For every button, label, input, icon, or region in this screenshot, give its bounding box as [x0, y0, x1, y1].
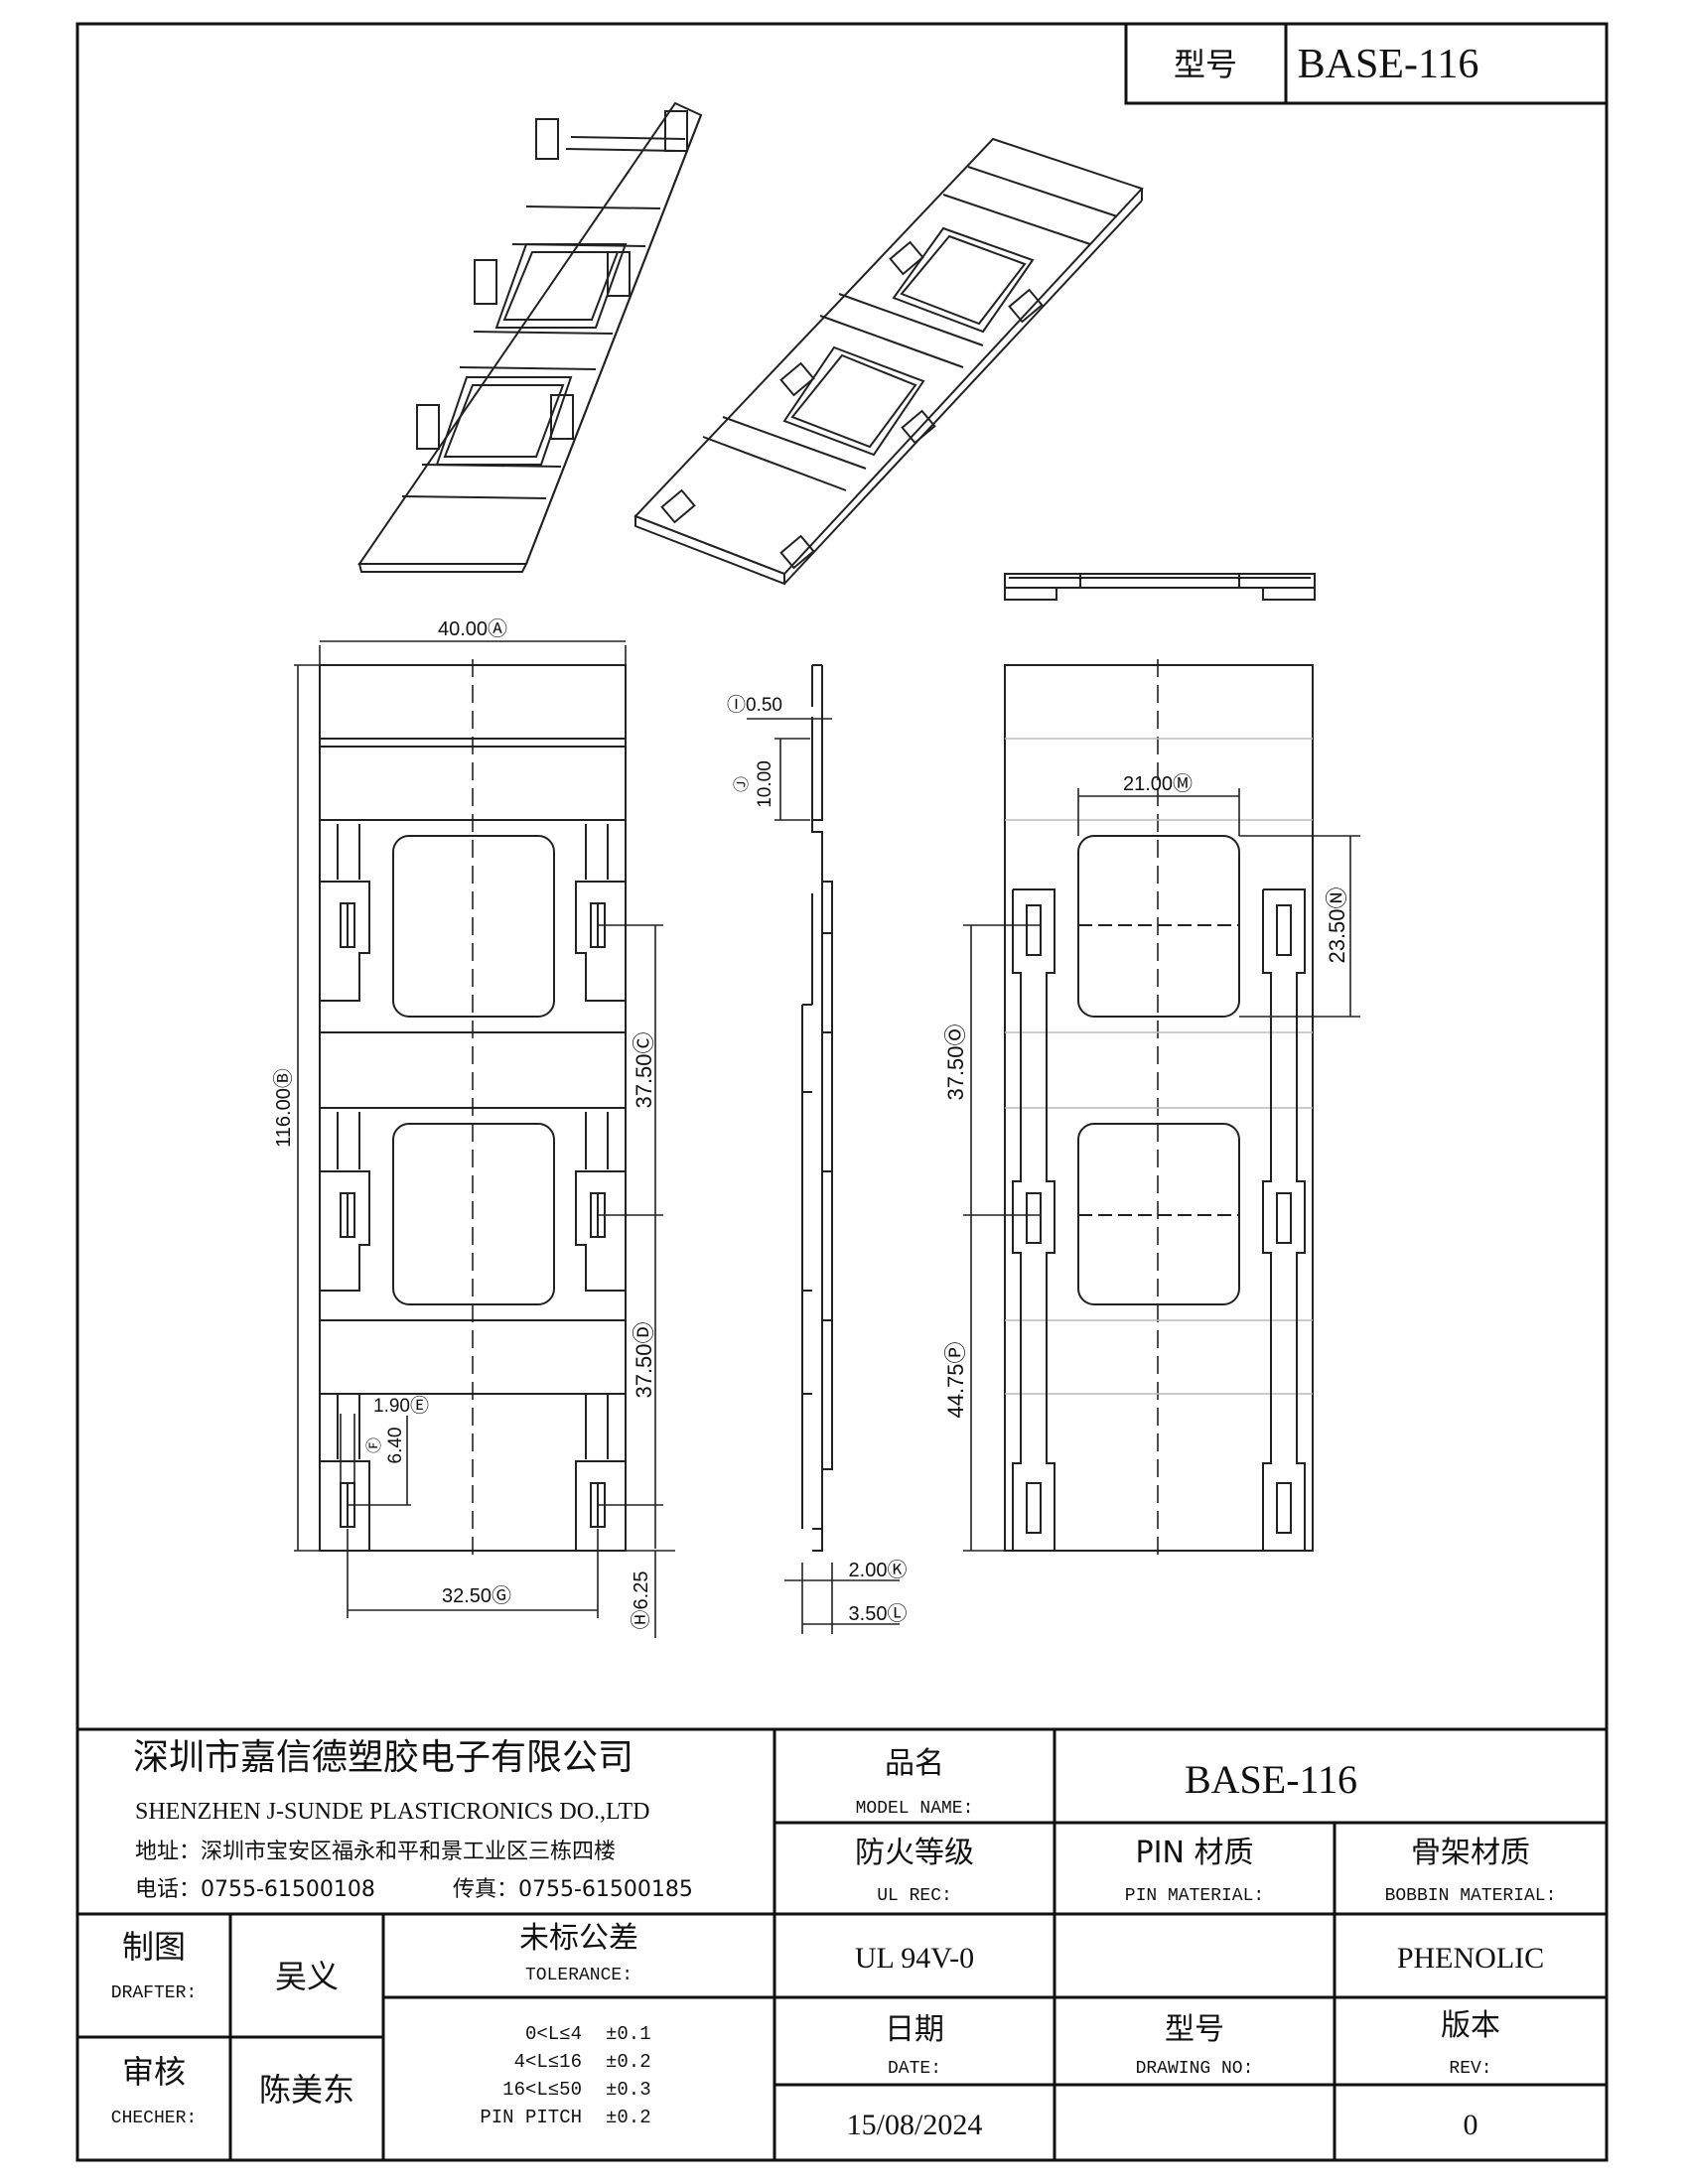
dim-e: 1.90Ⓔ [373, 1395, 429, 1417]
model-label-en: MODEL NAME: [856, 1799, 974, 1819]
drafter-value: 吴义 [275, 1958, 339, 1995]
company-phone: 电话：0755-61500108 [135, 1877, 375, 1902]
tolerance-range: 16<L≤50 [502, 2079, 582, 2101]
drawing-no-label-en: DRAWING NO: [1136, 2059, 1254, 2079]
date-label-cn: 日期 [885, 2012, 944, 2047]
checker-label-cn: 审核 [122, 2053, 186, 2091]
tolerance-value: ±0.2 [606, 2107, 651, 2128]
dimension-labels-left: 40.00Ⓐ 116.00Ⓑ 37.50Ⓒ 37.50Ⓓ 1.90Ⓔ Ⓕ 6.4… [272, 617, 656, 1629]
company-name-en: SHENZHEN J-SUNDE PLASTICRONICS DO.,LTD [135, 1799, 649, 1825]
dim-m: 21.00Ⓜ [1123, 772, 1193, 795]
company-address: 地址：深圳市宝安区福永和平和景工业区三栋四楼 [135, 1840, 616, 1864]
dim-f: 6.40 [385, 1428, 406, 1464]
date-label-en: DATE: [888, 2059, 941, 2079]
pin-material-label-en: PIN MATERIAL: [1125, 1886, 1264, 1906]
dimensions-side-profile [747, 718, 900, 1634]
dim-f-marker: Ⓕ [365, 1437, 383, 1453]
bobbin-material-label-en: BOBBIN MATERIAL: [1385, 1886, 1557, 1906]
tolerance-range: PIN PITCH [480, 2107, 582, 2128]
model-value: BASE-116 [1185, 1757, 1357, 1802]
bobbin-material-value: PHENOLIC [1397, 1942, 1544, 1975]
dim-n: 23.50Ⓝ [1325, 887, 1349, 963]
drafter-label-en: DRAFTER: [111, 1983, 197, 2003]
date-value: 15/08/2024 [847, 2109, 983, 2141]
tolerance-value: ±0.2 [606, 2051, 651, 2073]
isometric-view-top [357, 101, 703, 573]
company-name-cn: 深圳市嘉信德塑胶电子有限公司 [133, 1737, 633, 1778]
isometric-view-bottom [633, 137, 1144, 586]
rev-value: 0 [1464, 2109, 1478, 2141]
dimension-labels-side: Ⓘ0.50 Ⓙ 10.00 2.00Ⓚ 3.50Ⓛ [727, 694, 907, 1625]
dim-l: 3.50Ⓛ [849, 1602, 908, 1625]
checker-value: 陈美东 [259, 2071, 354, 2109]
tolerance-range: 4<L≤16 [514, 2051, 582, 2073]
dim-h: Ⓗ6.25 [630, 1571, 652, 1630]
tolerance-label-en: TOLERANCE: [525, 1966, 633, 1985]
ul-label-cn: 防火等级 [855, 1836, 974, 1870]
rev-label-cn: 版本 [1441, 2008, 1500, 2043]
checker-label-en: CHECHER: [111, 2109, 197, 2128]
dimensions-left-view [294, 640, 675, 1638]
tolerance-label-cn: 未标公差 [519, 1921, 638, 1956]
type-value: BASE-116 [1298, 42, 1479, 87]
front-view-right [1004, 659, 1314, 1557]
dim-c: 37.50Ⓒ [632, 1031, 656, 1108]
ul-value: UL 94V-0 [855, 1942, 974, 1975]
type-label: 型号 [1174, 46, 1237, 83]
model-label-cn: 品名 [885, 1746, 944, 1781]
drawing-no-label-cn: 型号 [1165, 2012, 1224, 2047]
ul-label-en: UL REC: [877, 1886, 952, 1906]
type-box: 型号 BASE-116 [1124, 22, 1609, 105]
dim-i: Ⓘ0.50 [727, 694, 782, 716]
front-view-left [319, 659, 627, 1557]
dim-k: 2.00Ⓚ [849, 1559, 908, 1581]
side-view-thin [1004, 573, 1316, 601]
bobbin-material-label-cn: 骨架材质 [1411, 1836, 1530, 1870]
dim-d: 37.50Ⓓ [632, 1321, 656, 1398]
tolerance-value: ±0.3 [606, 2079, 651, 2101]
pin-material-label-cn: PIN 材质 [1136, 1836, 1254, 1870]
dimension-labels-right: 21.00Ⓜ 23.50Ⓝ 37.50Ⓞ 44.75Ⓟ [943, 772, 1349, 1419]
sheet-border [75, 22, 1609, 2162]
dim-a: 40.00Ⓐ [438, 617, 507, 640]
tolerance-range: 0<L≤4 [525, 2023, 582, 2045]
tolerance-table: 0<L≤4 ±0.1 4<L≤16 ±0.2 16<L≤50 ±0.3 PIN … [480, 2023, 650, 2128]
side-profile [801, 664, 833, 1552]
dim-p: 44.75Ⓟ [943, 1341, 968, 1418]
dim-j: 10.00 [755, 760, 775, 808]
dim-g: 32.50Ⓖ [442, 1584, 511, 1607]
company-fax: 传真：0755-61500185 [453, 1877, 693, 1902]
rev-label-en: REV: [1449, 2059, 1491, 2079]
dim-j-marker: Ⓙ [733, 776, 751, 792]
dimensions-right-view [963, 788, 1360, 1552]
dim-b: 116.00Ⓑ [272, 1068, 295, 1148]
dim-o: 37.50Ⓞ [943, 1024, 968, 1100]
drafter-label-cn: 制图 [122, 1928, 186, 1966]
tolerance-value: ±0.1 [606, 2023, 651, 2045]
title-block [77, 1727, 1607, 2160]
